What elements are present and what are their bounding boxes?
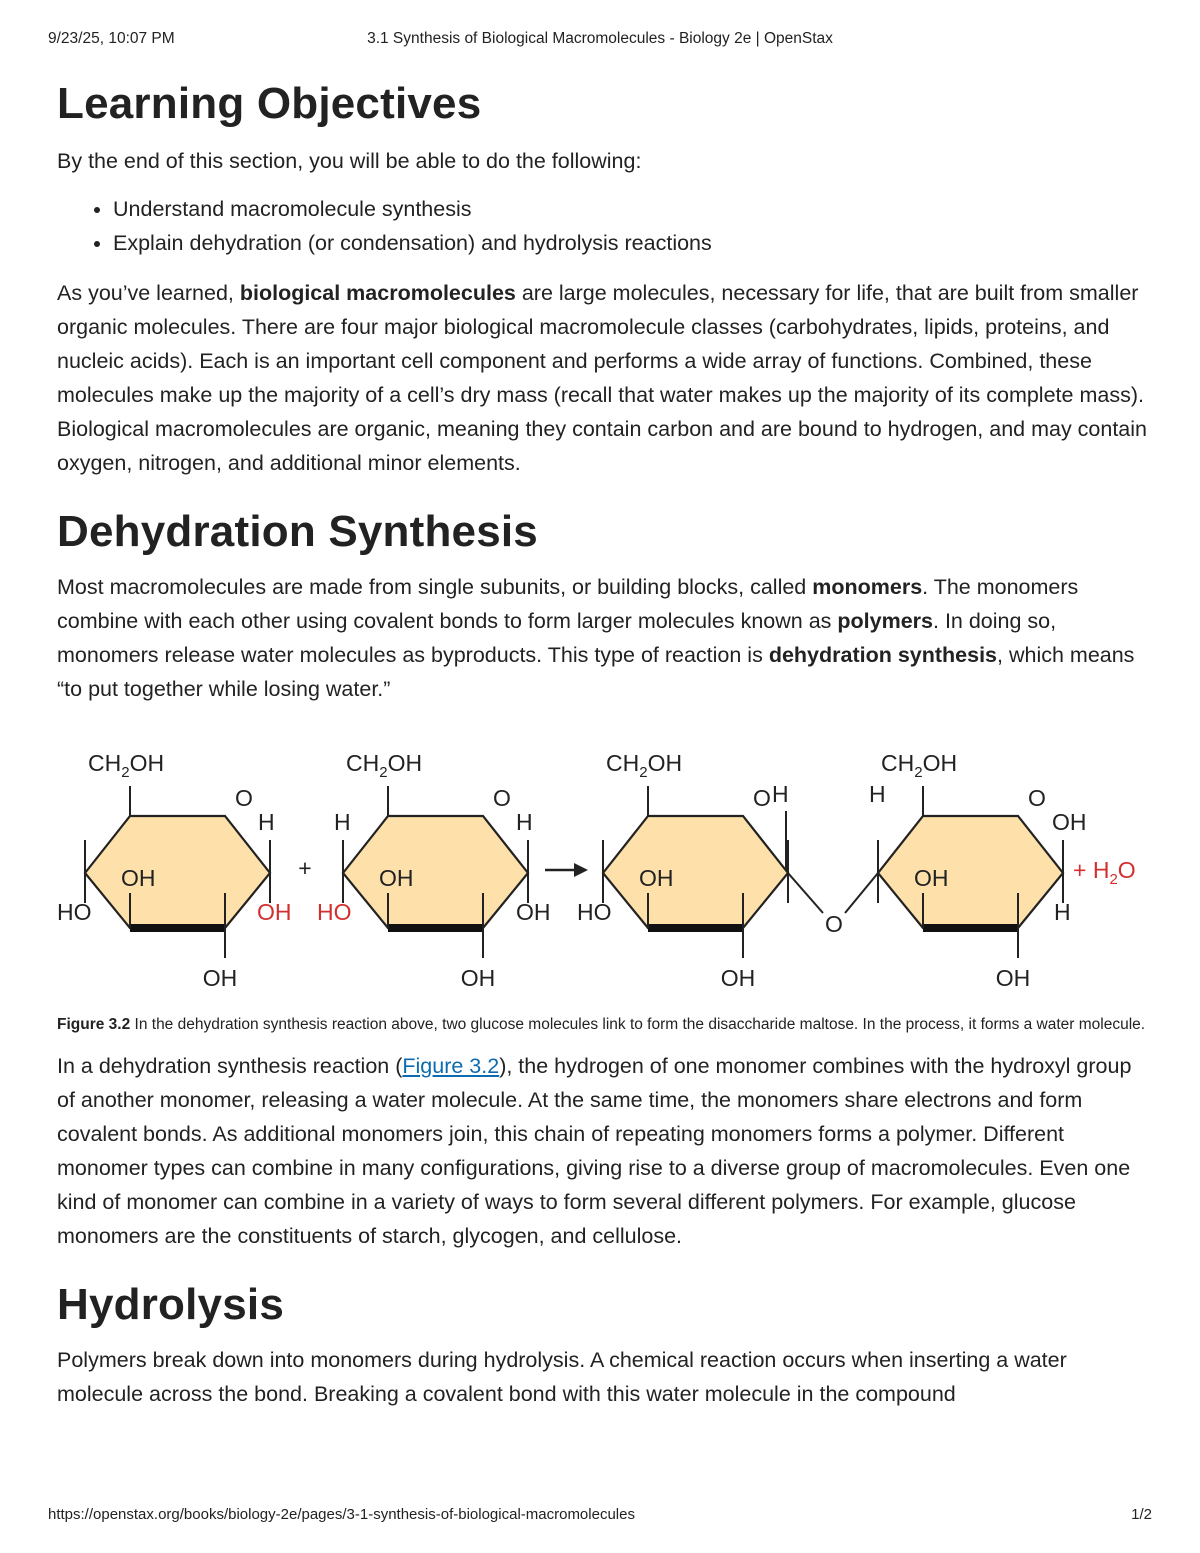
ring-oh-label: OH [121, 865, 156, 891]
oh-label: OH [516, 899, 551, 925]
bottom-oh-label: OH [461, 965, 496, 991]
dehydration-paragraph-1: Most macromolecules are made from single… [57, 575, 1135, 701]
ho-label: HO [57, 899, 92, 925]
glycosidic-bond-right [844, 872, 879, 914]
term-dehydration-synthesis: dehydration synthesis [768, 643, 998, 667]
ring-bold-edge [388, 924, 483, 932]
ring-bold-edge [648, 924, 743, 932]
ch2oh-label: CH2OH [881, 750, 957, 781]
bottom-oh-label: OH [996, 965, 1031, 991]
ring-oxygen-label: O [753, 785, 771, 811]
water-product-label: + H2O [1073, 857, 1136, 888]
print-footer: https://openstax.org/books/biology-2e/pa… [48, 1506, 1152, 1526]
print-header: 9/23/25, 10:07 PM 3.1 Synthesis of Biolo… [48, 30, 1152, 50]
print-page-title: 3.1 Synthesis of Biological Macromolecul… [367, 30, 833, 47]
glucose-ring-1 [83, 814, 272, 930]
reaction-arrow-head [574, 863, 588, 877]
glycosidic-bond-left [787, 872, 824, 914]
plus-sign: + [298, 855, 311, 881]
glycosidic-oxygen-label: O [825, 911, 843, 937]
page-url: https://openstax.org/books/biology-2e/pa… [48, 1506, 635, 1523]
bottom-oh-label: OH [721, 965, 756, 991]
page-number: 1/2 [1131, 1506, 1152, 1523]
h-label: H [258, 809, 275, 835]
glucose-ring-3 [601, 814, 790, 930]
reacting-oh-label: OH [257, 899, 292, 925]
ring-bold-edge [130, 924, 225, 932]
ch2oh-label: CH2OH [606, 750, 682, 781]
term-biological-macromolecules: biological macromolecules [239, 281, 516, 305]
h-label: H [1054, 899, 1071, 925]
learning-objectives-heading: Learning Objectives [57, 79, 482, 128]
list-item: Explain dehydration (or condensation) an… [113, 226, 1147, 260]
glucose-ring-2 [341, 814, 530, 930]
ring-oh-label: OH [914, 865, 949, 891]
dehydration-paragraph-2: In a dehydration synthesis reaction (Fig… [57, 1054, 1132, 1248]
h-label: H [869, 781, 886, 807]
figure-3-2-link[interactable]: Figure 3.2 [402, 1054, 500, 1078]
bottom-oh-label: OH [203, 965, 238, 991]
term-polymers: polymers [837, 609, 933, 633]
ho-label: HO [577, 899, 612, 925]
ring-oxygen-label: O [235, 785, 253, 811]
print-date: 9/23/25, 10:07 PM [48, 30, 175, 47]
h-label: H [772, 781, 789, 807]
objectives-list: Understand macromolecule synthesis Expla… [57, 192, 1147, 260]
ring-oxygen-label: O [1028, 785, 1046, 811]
h-label: H [516, 809, 533, 835]
hydrolysis-paragraph: Polymers break down into monomers during… [57, 1348, 1067, 1406]
hydrolysis-heading: Hydrolysis [57, 1280, 284, 1329]
glucose-ring-4 [876, 814, 1065, 930]
list-item: Understand macromolecule synthesis [113, 192, 1147, 226]
objectives-intro: By the end of this section, you will be … [57, 149, 642, 173]
intro-paragraph: As you’ve learned, biological macromolec… [57, 281, 1148, 475]
figure-label: Figure 3.2 [57, 1016, 131, 1033]
ch2oh-label: CH2OH [346, 750, 422, 781]
article-content: Learning Objectives By the end of this s… [57, 76, 1147, 1411]
ring-bold-edge [923, 924, 1018, 932]
ch2oh-label: CH2OH [88, 750, 164, 781]
oh-label: OH [1052, 809, 1087, 835]
reacting-ho-label: HO [317, 899, 352, 925]
ring-oh-label: OH [379, 865, 414, 891]
figure-caption: Figure 3.2 In the dehydration synthesis … [57, 1016, 1146, 1033]
ring-oxygen-label: O [493, 785, 511, 811]
dehydration-synthesis-heading: Dehydration Synthesis [57, 507, 538, 556]
ring-oh-label: OH [639, 865, 674, 891]
term-monomers: monomers [812, 575, 923, 599]
h-label: H [334, 809, 351, 835]
